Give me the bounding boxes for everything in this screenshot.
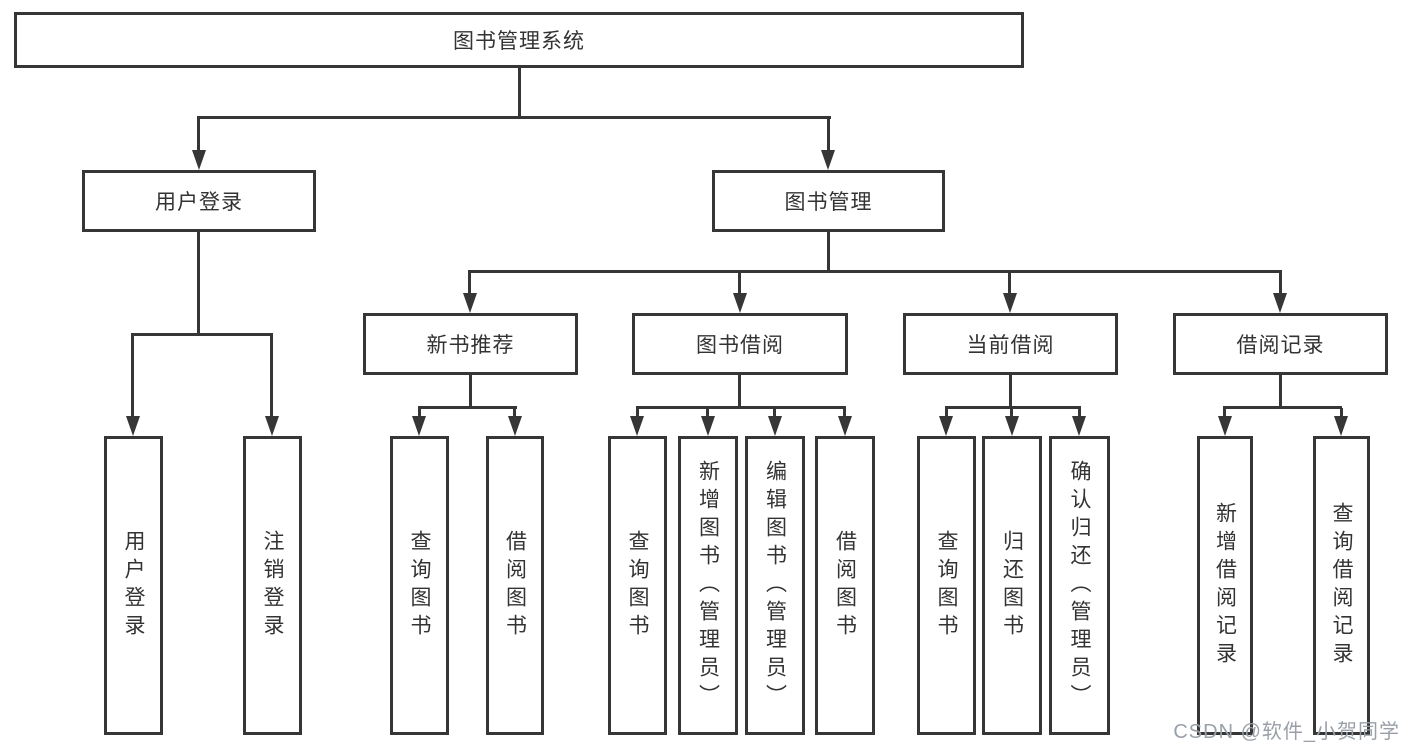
connector-line	[197, 118, 200, 152]
node-label: 查询图书	[408, 529, 431, 642]
arrowhead-icon	[838, 416, 852, 436]
connector-line	[131, 333, 273, 336]
node-borrow-books-rec: 借阅图书	[486, 436, 544, 735]
connector-line	[197, 232, 200, 335]
connector-line	[843, 408, 846, 418]
connector-line	[945, 408, 948, 418]
node-query-books-current: 查询图书	[917, 436, 976, 735]
node-label: 查询借阅记录	[1330, 501, 1353, 670]
node-label: 查询图书	[935, 529, 958, 642]
connector-line	[738, 375, 741, 408]
arrowhead-icon	[265, 416, 279, 436]
connector-line	[945, 406, 1081, 409]
node-label: 图书借阅	[696, 334, 784, 357]
connector-line	[468, 270, 1282, 273]
node-edit-book-admin: 编辑图书（管理员）	[745, 436, 805, 735]
arrowhead-icon	[192, 150, 206, 170]
node-label: 注销登录	[261, 529, 284, 642]
node-query-books-rec: 查询图书	[390, 436, 449, 735]
connector-line	[773, 408, 776, 418]
node-label: 归还图书	[1000, 529, 1024, 642]
connector-line	[270, 335, 273, 416]
node-query-books-borrow: 查询图书	[608, 436, 667, 735]
node-return-books: 归还图书	[982, 436, 1042, 735]
connector-line	[1223, 408, 1226, 418]
node-label: 图书管理	[784, 191, 873, 214]
connector-line	[738, 272, 741, 293]
connector-line	[706, 408, 709, 418]
node-add-borrow-record: 新增借阅记录	[1197, 436, 1253, 735]
arrowhead-icon	[463, 293, 477, 313]
node-label: 用户登录	[122, 529, 145, 642]
node-label: 新增图书（管理员）	[696, 459, 720, 712]
node-book-borrowing: 图书借阅	[632, 313, 848, 375]
connector-line	[418, 408, 421, 418]
connector-line	[131, 335, 134, 416]
arrowhead-icon	[701, 416, 715, 436]
arrowhead-icon	[412, 416, 426, 436]
node-query-borrow-record: 查询借阅记录	[1313, 436, 1370, 735]
csdn-watermark: CSDN @软件_小贺同学	[1173, 721, 1400, 743]
arrowhead-icon	[1273, 293, 1287, 313]
connector-line	[1279, 272, 1282, 293]
connector-line	[1078, 408, 1081, 418]
node-label: 查询图书	[626, 529, 649, 642]
node-borrowing-records: 借阅记录	[1173, 313, 1388, 375]
node-label: 当前借阅	[966, 334, 1055, 357]
node-label: 借阅记录	[1236, 334, 1325, 357]
connector-line	[518, 68, 521, 118]
arrowhead-icon	[768, 416, 782, 436]
arrowhead-icon	[939, 416, 953, 436]
node-add-book-admin: 新增图书（管理员）	[678, 436, 738, 735]
arrowhead-icon	[733, 293, 747, 313]
node-book-management: 图书管理	[712, 170, 945, 232]
node-borrow-books: 借阅图书	[815, 436, 875, 735]
connector-line	[468, 272, 471, 293]
connector-line	[197, 116, 831, 119]
node-user-login: 用户登录	[82, 170, 316, 232]
connector-line	[418, 406, 517, 409]
connector-line	[636, 406, 846, 409]
node-logout-action: 注销登录	[243, 436, 302, 735]
node-label: 新书推荐	[426, 334, 515, 357]
arrowhead-icon	[508, 416, 522, 436]
node-current-borrowing: 当前借阅	[903, 313, 1118, 375]
node-label: 确认归还（管理员）	[1068, 459, 1091, 712]
node-label: 借阅图书	[503, 529, 527, 642]
connector-line	[827, 118, 830, 152]
arrowhead-icon	[1003, 293, 1017, 313]
node-user-login-action: 用户登录	[104, 436, 163, 735]
arrowhead-icon	[630, 416, 644, 436]
arrowhead-icon	[1005, 416, 1019, 436]
connector-line	[469, 375, 472, 408]
connector-line	[1010, 408, 1013, 418]
connector-line	[1008, 272, 1011, 293]
arrowhead-icon	[1334, 416, 1348, 436]
node-label: 编辑图书（管理员）	[763, 459, 787, 712]
node-confirm-return-admin: 确认归还（管理员）	[1049, 436, 1110, 735]
connector-line	[1279, 375, 1282, 408]
node-label: 新增借阅记录	[1213, 501, 1237, 670]
arrowhead-icon	[126, 416, 140, 436]
connector-line	[636, 408, 639, 418]
connector-line	[513, 408, 516, 418]
arrowhead-icon	[1218, 416, 1232, 436]
node-new-book-recommendation: 新书推荐	[363, 313, 578, 375]
node-label: 借阅图书	[833, 529, 857, 642]
connector-line	[1223, 406, 1342, 409]
connector-line	[1009, 375, 1012, 408]
connector-line	[827, 232, 830, 272]
node-label: 用户登录	[155, 191, 243, 214]
arrowhead-icon	[821, 150, 835, 170]
node-label: 图书管理系统	[453, 30, 585, 53]
arrowhead-icon	[1072, 416, 1086, 436]
connector-line	[1340, 408, 1343, 418]
node-library-management-system: 图书管理系统	[14, 12, 1024, 68]
